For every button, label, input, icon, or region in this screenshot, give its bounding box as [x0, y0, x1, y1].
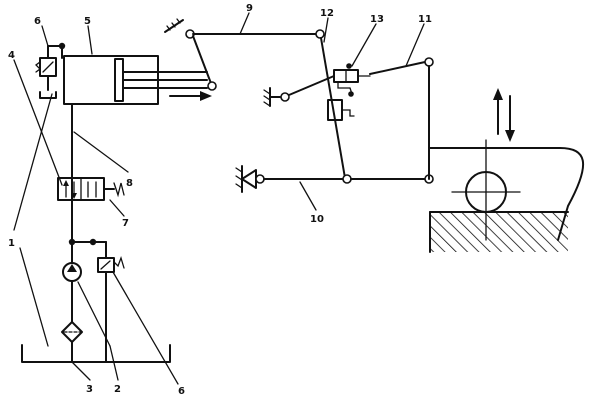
motion-arrow-icon	[169, 91, 212, 101]
throttle-valve-icon	[327, 99, 355, 121]
hydraulic-cylinder-icon	[63, 55, 208, 105]
label-8: 8	[126, 178, 133, 189]
tank-icon	[21, 344, 171, 363]
link-11	[369, 57, 434, 175]
label-5: 5	[84, 16, 91, 27]
directional-valve-icon	[57, 177, 125, 201]
filter-icon	[61, 321, 83, 363]
label-3: 3	[86, 384, 93, 395]
pump-icon	[62, 262, 111, 347]
link-9	[192, 29, 325, 91]
label-9: 9	[246, 3, 253, 14]
leader-lines	[13, 12, 425, 381]
label-11: 11	[418, 14, 432, 25]
link-10	[263, 174, 434, 184]
label-4: 4	[8, 50, 15, 61]
label-1: 1	[8, 238, 15, 249]
ground-pivot-mid-icon	[263, 75, 335, 107]
label-7: 7	[122, 218, 129, 229]
ground-pivot-bottom-icon	[235, 165, 265, 193]
label-6-bottom: 6	[178, 386, 185, 397]
workpiece-icon	[428, 139, 585, 253]
servo-valve-icon	[333, 63, 371, 97]
label-12: 12	[320, 8, 334, 19]
ground-pivot-icon	[164, 18, 195, 39]
relief-valve-top-icon	[35, 42, 66, 99]
up-down-arrows-icon	[493, 88, 515, 142]
label-13: 13	[370, 14, 384, 25]
relief-valve-icon	[97, 241, 125, 363]
leader-6-bottom	[112, 271, 179, 385]
label-10: 10	[310, 214, 324, 225]
link-12	[320, 37, 346, 179]
label-6-top: 6	[34, 16, 41, 27]
part-labels: 6 5 4 1 8 7 3 2 6 9 12 13 11 10	[8, 3, 432, 397]
label-2: 2	[114, 384, 121, 395]
